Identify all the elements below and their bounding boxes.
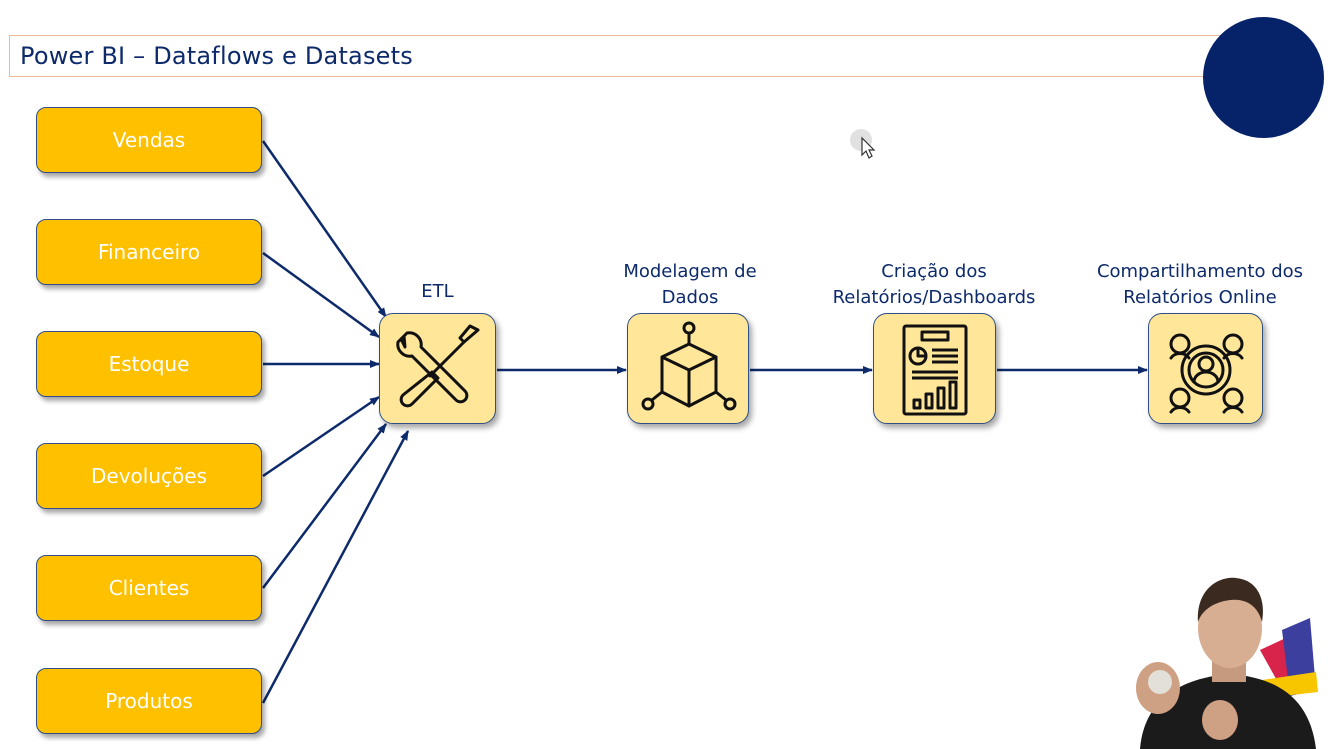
step-label-modelagem: Modelagem de Dados — [623, 261, 757, 308]
arrow-vendas-etl — [261, 140, 388, 318]
source-clientes: Clientes — [36, 555, 262, 621]
wrench-screwdriver-icon — [396, 324, 480, 408]
user-network-icon — [1169, 333, 1244, 414]
step-modelagem — [627, 313, 749, 424]
mouse-cursor-icon — [850, 129, 876, 159]
brand-circle — [1203, 17, 1324, 138]
title-bar: Power BI – Dataflows e Datasets — [9, 35, 1249, 77]
source-vendas: Vendas — [36, 107, 262, 173]
page-title: Power BI – Dataflows e Datasets — [20, 42, 413, 70]
report-chart-icon — [902, 324, 968, 416]
arrow-financeiro-etl — [262, 251, 380, 339]
step-relatorios — [873, 313, 996, 424]
step-compartilhamento — [1148, 313, 1263, 424]
arrow-devolucoes-etl — [262, 395, 380, 478]
source-estoque: Estoque — [36, 331, 262, 397]
step-label-compartilhamento: Compartilhamento dos Relatórios Online — [1096, 261, 1304, 308]
cube-network-icon — [641, 321, 737, 411]
source-devolucoes: Devoluções — [36, 443, 262, 509]
source-produtos: Produtos — [36, 668, 262, 734]
step-label-etl: ETL — [421, 281, 454, 302]
source-financeiro: Financeiro — [36, 219, 262, 285]
step-etl — [379, 313, 496, 424]
step-label-relatorios: Criação dos Relatórios/Dashboards — [832, 261, 1036, 308]
arrow-produtos-etl — [261, 430, 410, 704]
arrow-clientes-etl — [262, 423, 387, 589]
presenter-video — [1136, 577, 1318, 749]
